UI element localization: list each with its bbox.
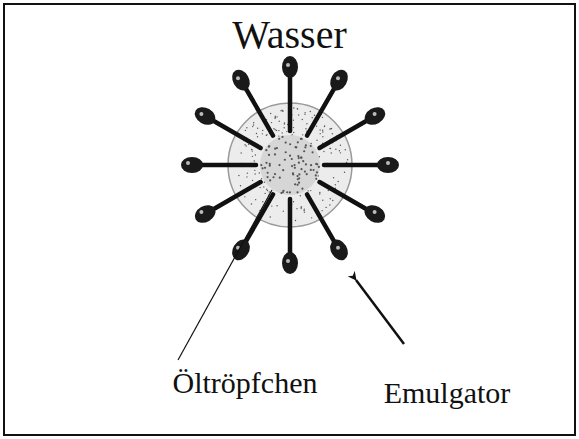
emulsifier-molecule	[324, 157, 399, 173]
emulsifier-molecule	[192, 182, 261, 226]
region-label: Wasser	[5, 13, 574, 57]
emulsifier-molecule	[229, 67, 273, 136]
emulsifier-molecule	[181, 157, 256, 173]
emulsifier-molecule	[319, 104, 388, 148]
emulsifier-molecule	[307, 67, 351, 136]
emulsifier-molecules	[181, 56, 399, 274]
droplet-label: Öltröpfchen	[173, 366, 318, 399]
emulsifier-molecule	[282, 56, 298, 131]
emulsifier-molecule	[282, 199, 298, 274]
emulsifier-molecule	[192, 104, 261, 148]
emulsifier-molecule	[307, 194, 351, 263]
emulsifier-label: Emulgator	[384, 376, 511, 409]
pointer-arrow	[356, 280, 404, 344]
emulsifier-molecule	[319, 182, 388, 226]
leader-line	[178, 190, 272, 360]
